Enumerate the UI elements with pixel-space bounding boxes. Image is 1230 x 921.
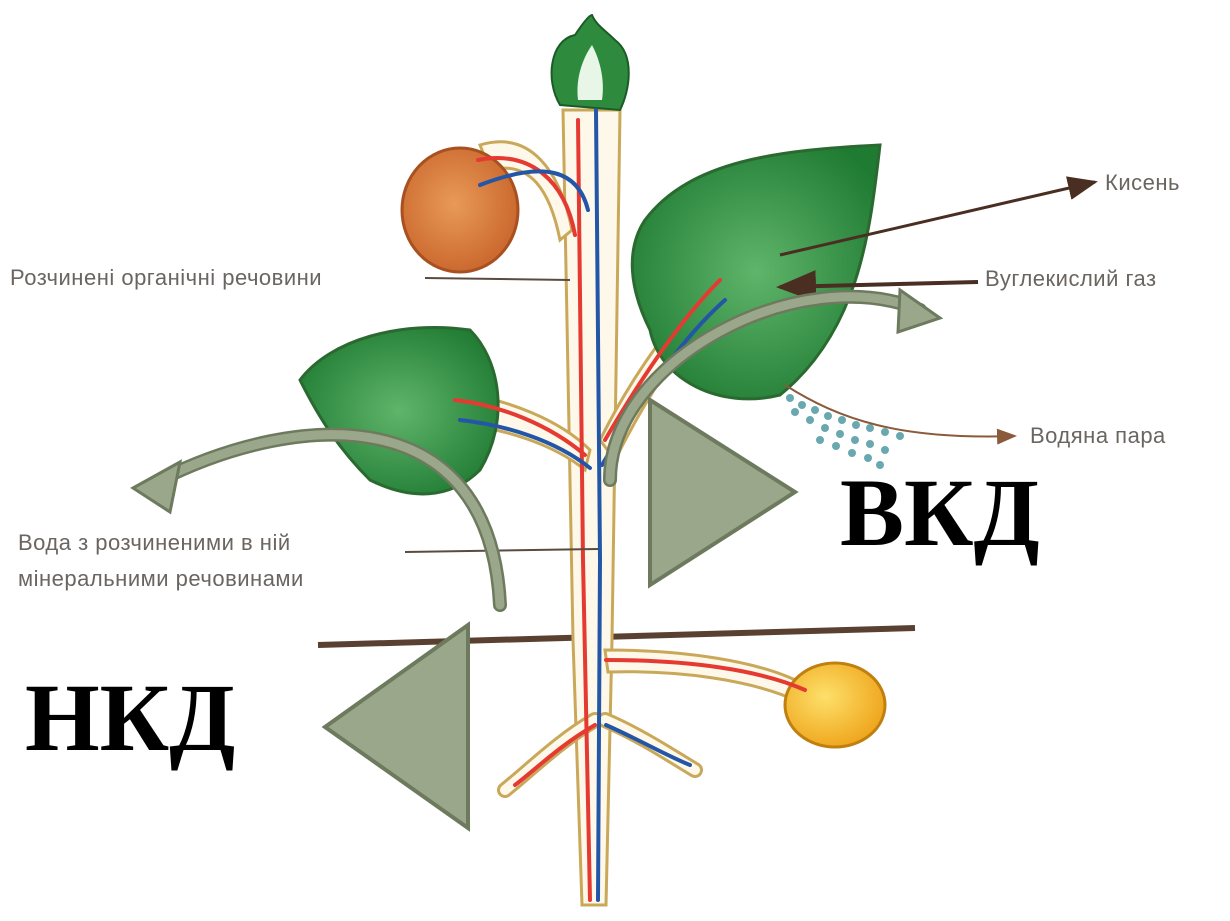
label-water-line2: мінеральними речовинами (18, 566, 304, 591)
lower-leaf (300, 327, 498, 493)
water-vapor-dots (786, 394, 904, 469)
tuber (785, 663, 885, 747)
fruit (402, 148, 518, 272)
label-oxygen: Кисень (1105, 170, 1180, 195)
label-water-line1: Вода з розчиненими в ній (18, 530, 291, 555)
label-organic: Розчинені органічні речовини (10, 265, 322, 290)
soil-line (318, 628, 915, 645)
label-upward-flow: ВКД (840, 465, 1040, 561)
bud (552, 15, 629, 110)
label-downward-flow: НКД (25, 670, 235, 766)
label-water-vapor: Водяна пара (1030, 423, 1166, 448)
label-co2: Вуглекислий газ (985, 266, 1157, 291)
triangle-right (650, 400, 795, 585)
triangle-left (325, 625, 468, 828)
